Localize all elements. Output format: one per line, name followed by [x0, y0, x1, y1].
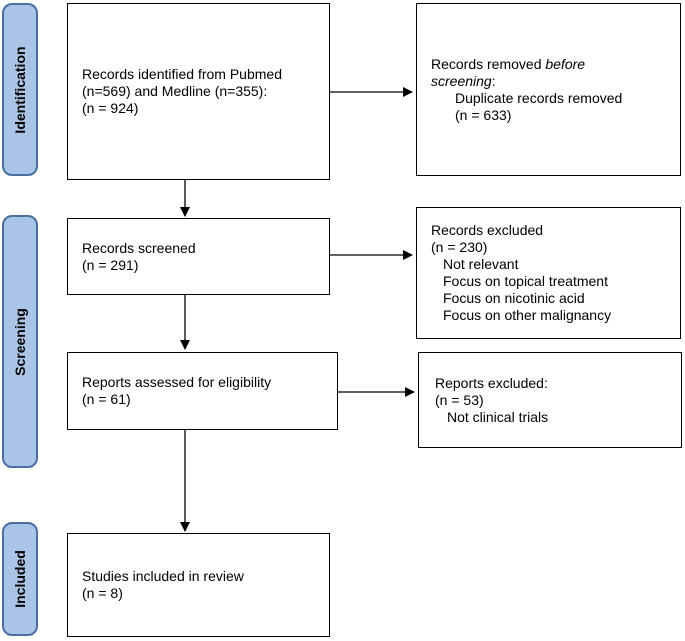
- excluded-line1: Records excluded: [431, 222, 544, 238]
- box-records-identified: Records identified from Pubmed (n=569) a…: [67, 3, 330, 180]
- excluded-reason: Focus on other malignancy: [443, 307, 612, 323]
- removed-line3: Duplicate records removed: [455, 89, 623, 106]
- excluded-reason: Focus on nicotinic acid: [443, 290, 585, 306]
- screened-line2: (n = 291): [82, 256, 139, 273]
- included-line1: Studies included in review: [82, 568, 244, 584]
- removed-line1: Records removed before: [431, 55, 586, 72]
- box-reports-assessed: Reports assessed for eligibility (n = 61…: [67, 352, 338, 430]
- assessed-line1: Reports assessed for eligibility: [82, 374, 272, 390]
- box-records-removed: Records removed before screening: Duplic…: [416, 3, 681, 176]
- phase-included: Included: [2, 522, 38, 636]
- phase-screening: Screening: [2, 215, 38, 468]
- excluded-reason: Not relevant: [443, 256, 519, 272]
- screened-line1: Records screened: [82, 239, 196, 256]
- excluded-reason: Focus on topical treatment: [443, 273, 608, 289]
- assessed-line2: (n = 61): [82, 391, 131, 407]
- identified-line1: Records identified from Pubmed: [82, 66, 282, 82]
- identified-line3: (n = 924): [82, 100, 139, 116]
- reports-excluded-line2: (n = 53): [435, 391, 484, 408]
- removed-line4: (n = 633): [455, 106, 512, 123]
- excluded-line2: (n = 230): [431, 239, 488, 255]
- reports-excluded-line1: Reports excluded:: [435, 374, 548, 391]
- removed-line2: screening:: [431, 72, 496, 89]
- box-studies-included: Studies included in review (n = 8): [67, 533, 330, 637]
- box-records-excluded: Records excluded (n = 230) Not relevant …: [416, 207, 681, 339]
- included-line2: (n = 8): [82, 585, 123, 601]
- phase-identification: Identification: [2, 3, 38, 176]
- box-reports-excluded: Reports excluded: (n = 53) Not clinical …: [418, 352, 682, 448]
- reports-excluded-line3: Not clinical trials: [447, 408, 549, 425]
- identified-line2: (n=569) and Medline (n=355):: [82, 83, 268, 99]
- box-records-screened: Records screened (n = 291): [67, 218, 330, 295]
